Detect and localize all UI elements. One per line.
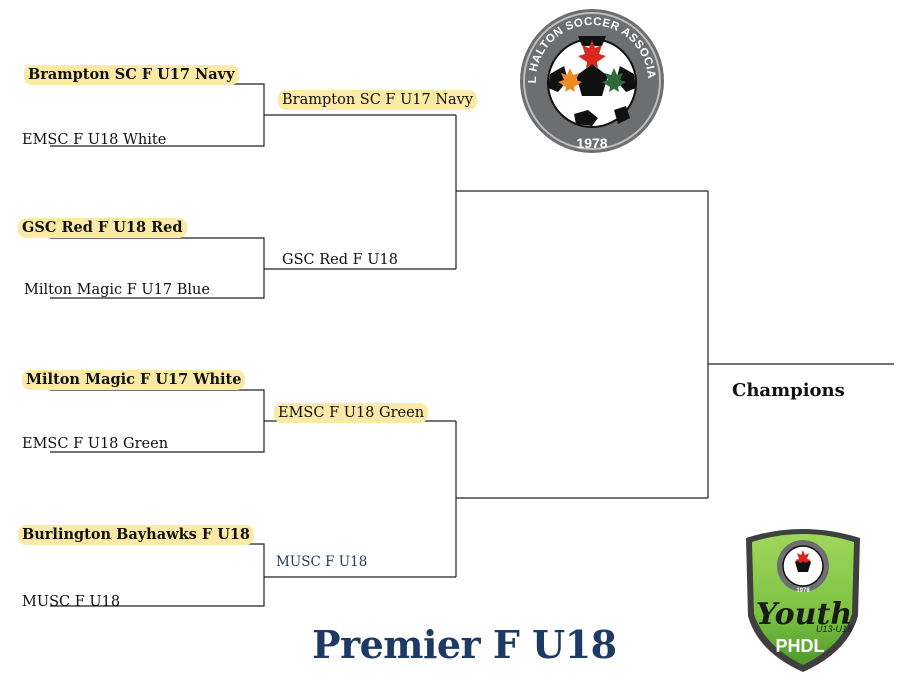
round1-team-2: EMSC F U18 White bbox=[22, 132, 167, 148]
svg-text:Youth: Youth bbox=[756, 597, 852, 632]
round1-team-7: Burlington Bayhawks F U18 bbox=[18, 525, 255, 545]
round2-team-4: MUSC F U18 bbox=[276, 554, 368, 570]
svg-text:1978: 1978 bbox=[796, 588, 810, 594]
svg-text:U13-U18: U13-U18 bbox=[816, 624, 852, 634]
page-title: Premier F U18 bbox=[312, 622, 617, 667]
round1-team-1: Brampton SC F U17 Navy bbox=[24, 65, 239, 85]
round1-team-8: MUSC F U18 bbox=[22, 594, 121, 610]
peel-halton-soccer-association-logo: PEEL HALTON SOCCER ASSOCIATION 1978 bbox=[518, 6, 664, 153]
round1-team-5: Milton Magic F U17 White bbox=[22, 370, 246, 390]
round1-team-6: EMSC F U18 Green bbox=[22, 436, 169, 452]
champions-label: Champions bbox=[732, 380, 845, 401]
svg-text:PHDL: PHDL bbox=[776, 636, 825, 656]
svg-text:1978: 1978 bbox=[576, 135, 607, 151]
round1-team-3: GSC Red F U18 Red bbox=[18, 218, 187, 238]
round2-team-3: EMSC F U18 Green bbox=[274, 403, 429, 423]
round2-team-2: GSC Red F U18 bbox=[282, 252, 398, 268]
round2-team-1: Brampton SC F U17 Navy bbox=[278, 90, 478, 110]
youth-phdl-logo: 1978 Youth U13-U18 PHDL bbox=[746, 529, 860, 672]
round1-team-4: Milton Magic F U17 Blue bbox=[24, 282, 210, 298]
